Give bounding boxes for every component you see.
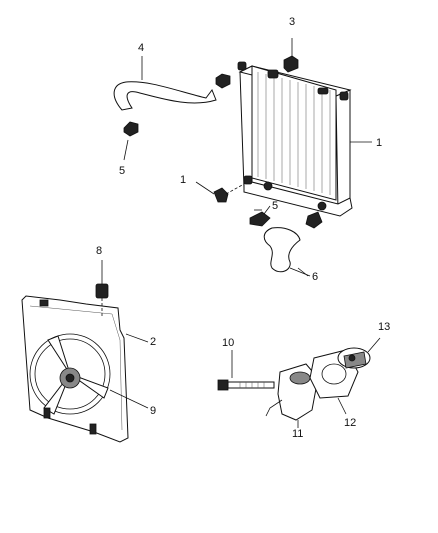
callout-2: 2 <box>150 336 156 348</box>
callout-1-clip: 1 <box>180 174 186 186</box>
fan-relay <box>95 260 109 318</box>
fan-shroud <box>21 295 129 443</box>
callout-3: 3 <box>289 16 295 28</box>
callout-1-radiator: 1 <box>376 137 382 149</box>
callout-4: 4 <box>138 42 144 54</box>
leader-lines <box>109 141 372 409</box>
lower-hose <box>249 209 323 277</box>
callout-10: 10 <box>222 337 234 349</box>
mount-clip <box>195 181 245 203</box>
callout-5-lower: 5 <box>272 200 278 212</box>
callout-6: 6 <box>312 271 318 283</box>
callout-13: 13 <box>378 321 390 333</box>
radiator <box>237 61 353 217</box>
callout-9: 9 <box>150 405 156 417</box>
upper-hose <box>113 56 217 111</box>
callout-5-upper: 5 <box>119 165 125 177</box>
thermostat <box>337 337 381 369</box>
radiator-cap <box>283 38 299 73</box>
thermostat-housing <box>265 363 319 428</box>
callout-8: 8 <box>96 245 102 257</box>
callout-12: 12 <box>344 417 356 429</box>
hose-clamp-upper <box>123 73 231 161</box>
bolt <box>217 350 275 391</box>
callout-11: 11 <box>292 428 303 440</box>
